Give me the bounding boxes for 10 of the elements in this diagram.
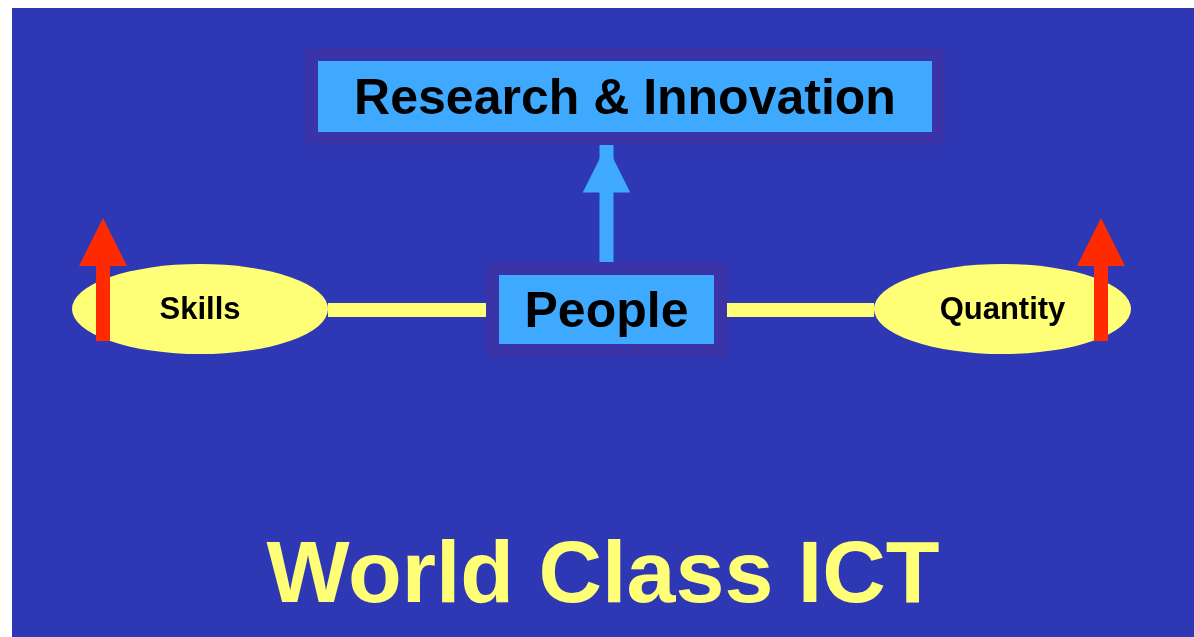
node-label: Quantity [939, 289, 1066, 328]
arrow [582, 145, 631, 262]
connector-line [328, 303, 486, 317]
process-box [305, 48, 945, 145]
node-label: Skills [159, 289, 241, 328]
node-label: People [524, 284, 689, 335]
connector-line [727, 303, 874, 317]
process-box [486, 262, 727, 357]
node-label: Research & Innovation [354, 71, 896, 122]
title: World Class ICT [266, 522, 940, 621]
